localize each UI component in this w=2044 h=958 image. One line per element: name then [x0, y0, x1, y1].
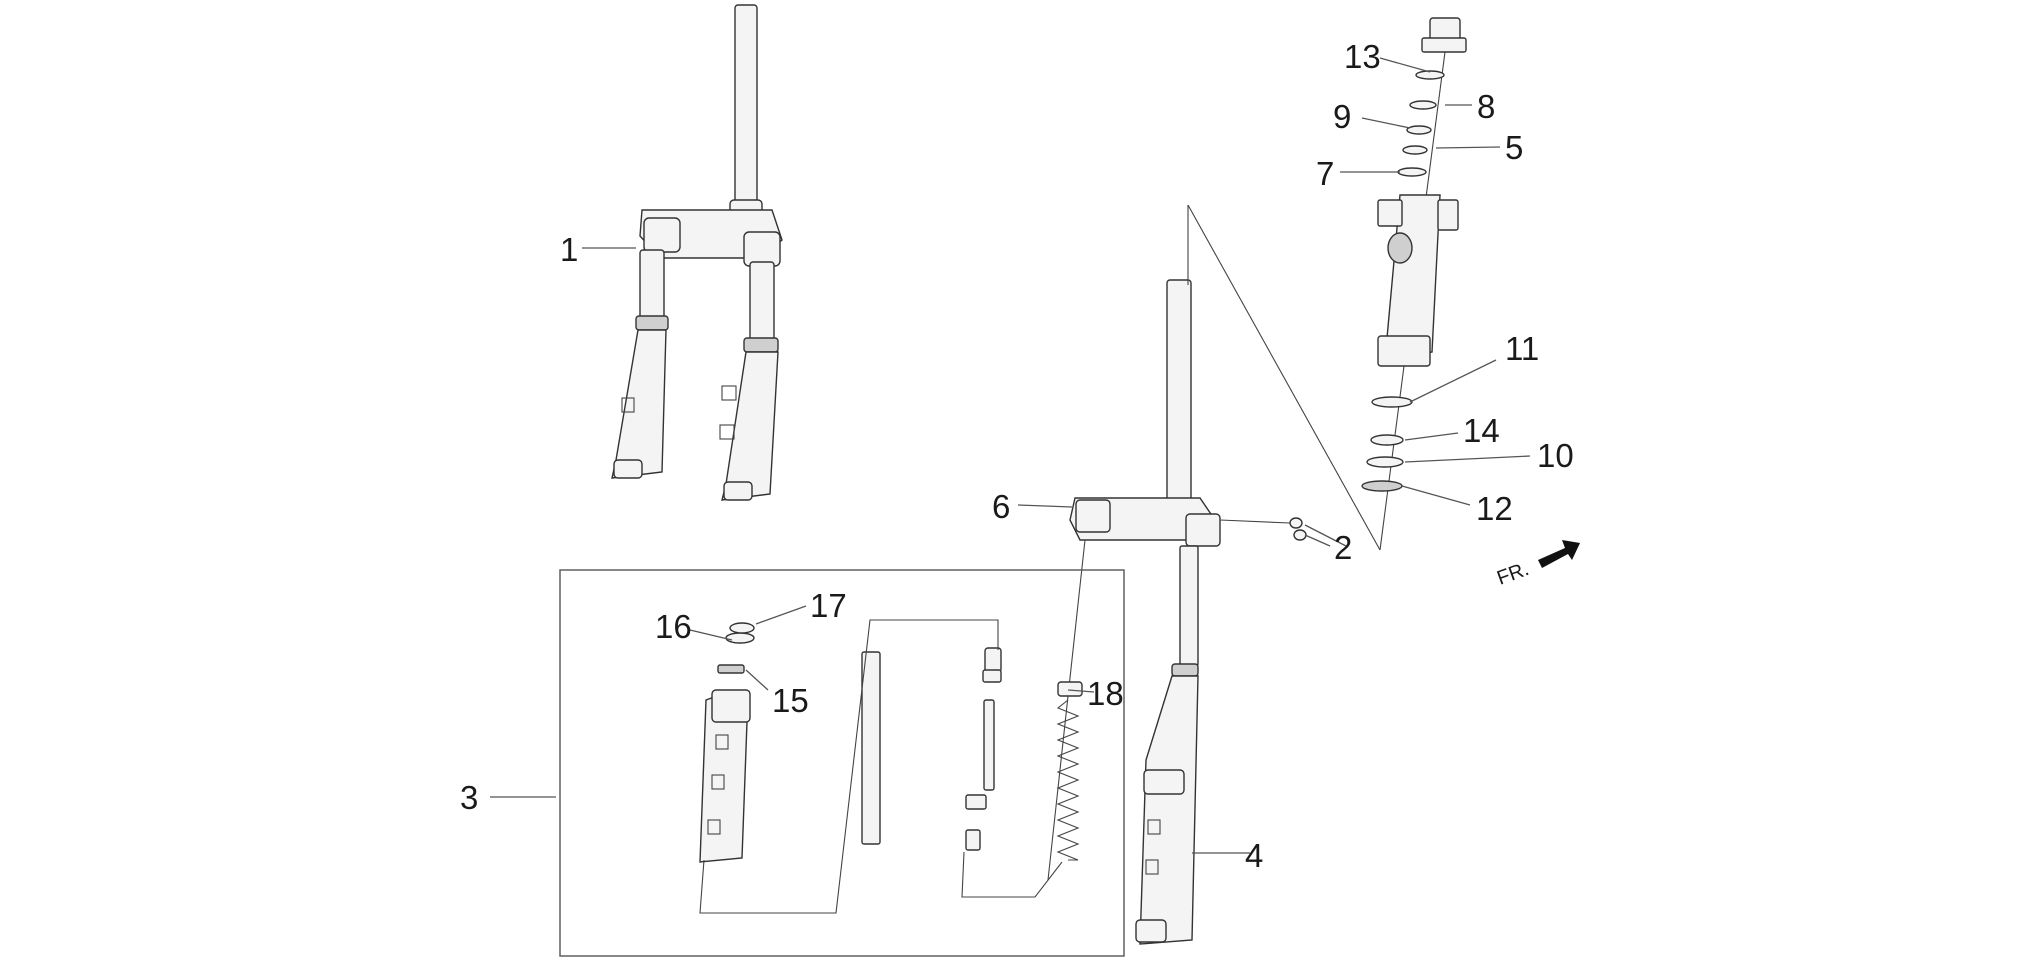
- front-fork-assembly: [611, 4, 783, 501]
- callout-labels: 1 2 3 4 5 6 7 8 9 10 11 12 13 14 15 16 1…: [460, 38, 1574, 874]
- direction-label: FR.: [1494, 558, 1532, 590]
- callout-6: 6: [992, 488, 1010, 525]
- callout-7: 7: [1316, 155, 1334, 192]
- callout-10: 10: [1537, 437, 1574, 474]
- callout-14: 14: [1463, 412, 1500, 449]
- callout-4: 4: [1245, 837, 1263, 874]
- front-direction-indicator: FR.: [1494, 540, 1580, 590]
- stem-clamp-assembly: [1047, 204, 1381, 945]
- callout-11: 11: [1505, 330, 1539, 367]
- callout-15: 15: [772, 682, 809, 719]
- callout-18: 18: [1087, 675, 1124, 712]
- callout-5: 5: [1505, 129, 1523, 166]
- callout-8: 8: [1477, 88, 1495, 125]
- callout-13: 13: [1344, 38, 1381, 75]
- callout-16: 16: [655, 608, 692, 645]
- main-spring: [1056, 681, 1083, 861]
- steering-head-parts: [1361, 17, 1467, 551]
- callout-3: 3: [460, 779, 478, 816]
- callout-2: 2: [1334, 529, 1352, 566]
- callout-12: 12: [1476, 490, 1513, 527]
- leader-lines: [490, 57, 1531, 854]
- fork-leg-kit: [559, 569, 1125, 957]
- direction-arrow-icon: [1538, 540, 1580, 568]
- callout-1: 1: [560, 231, 578, 268]
- callout-17: 17: [810, 587, 847, 624]
- callout-9: 9: [1333, 98, 1351, 135]
